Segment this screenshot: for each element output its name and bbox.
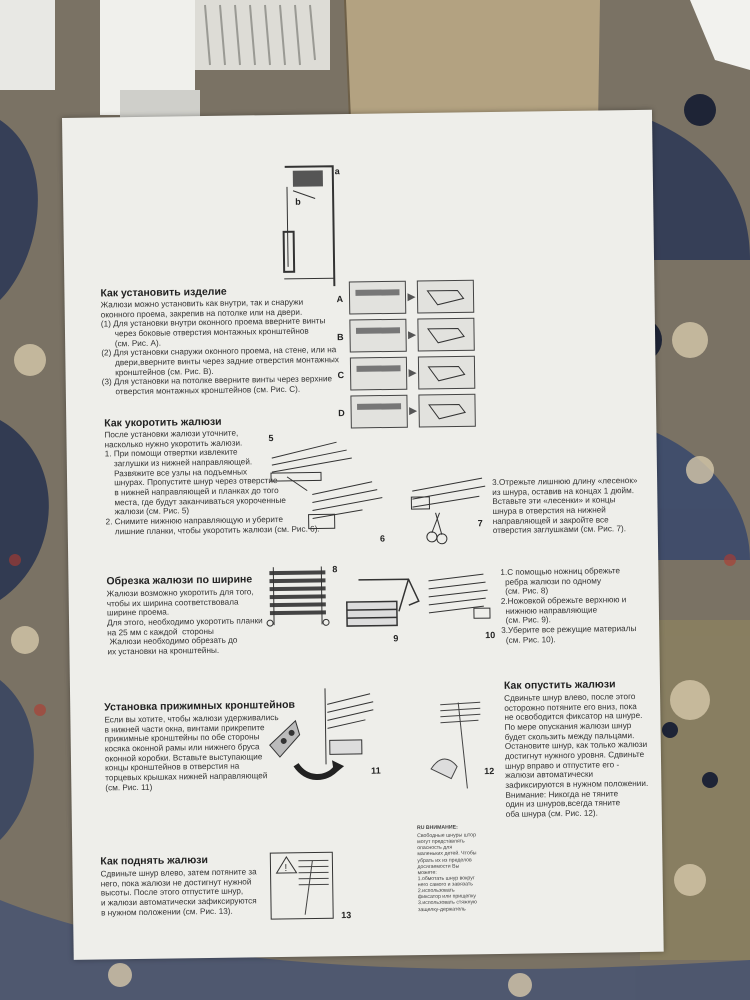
figure-13-illustration: ! bbox=[269, 851, 334, 920]
raise-body: Сдвиньте шнур влево, затем потяните за н… bbox=[100, 867, 257, 918]
brackets-body: Если вы хотите, чтобы жалюзи удерживалис… bbox=[104, 713, 279, 793]
figure-11-illustration bbox=[269, 688, 374, 781]
figure-label-13: 13 bbox=[341, 910, 352, 921]
figure-10-illustration bbox=[428, 573, 491, 619]
figure-label-B: B bbox=[337, 332, 344, 343]
lower-title: Как опустить жалюзи bbox=[503, 678, 616, 692]
figure-6-illustration bbox=[308, 481, 383, 530]
figure-label-b: b bbox=[295, 196, 301, 207]
figure-5-illustration bbox=[270, 441, 352, 492]
install-body: Жалюзи можно установить как внутри, так … bbox=[100, 297, 340, 397]
instruction-sheet: a b Как установить изделие Жалюзи можно … bbox=[62, 109, 664, 960]
figure-12-illustration bbox=[430, 701, 481, 789]
install-title: Как установить изделие bbox=[100, 285, 227, 300]
warning-title: RU ВНИМАНИЕ: bbox=[416, 824, 458, 832]
raise-title: Как поднять жалюзи bbox=[100, 854, 209, 868]
figure-label-D: D bbox=[338, 408, 345, 419]
figure-7-illustration bbox=[410, 477, 486, 545]
width-title: Обрезка жалюзи по ширине bbox=[106, 573, 253, 588]
width-steps: 1.С помощью ножниц обрежьте ребра жалюзи… bbox=[500, 566, 637, 645]
figure-9-illustration bbox=[346, 578, 420, 627]
window-figure-illustration bbox=[282, 165, 336, 287]
warning-body: Свободные шнуры штор могут представлять … bbox=[417, 832, 477, 913]
lower-body: Сдвиньте шнур влево, после этого осторож… bbox=[504, 692, 649, 819]
figure-label-6: 6 bbox=[379, 533, 385, 544]
width-body: Жалюзи возможно укоротить для того, чтоб… bbox=[106, 587, 263, 657]
figure-label-C: C bbox=[337, 370, 345, 381]
shorten-title: Как укоротить жалюзи bbox=[104, 415, 222, 430]
svg-text:!: ! bbox=[284, 863, 287, 874]
figure-8-illustration bbox=[266, 566, 330, 627]
shorten-step3: 3.Отрежьте лишнюю длину «лесенок» из шну… bbox=[492, 476, 638, 536]
mounting-figures-abcd bbox=[348, 279, 476, 429]
figure-label-a: a bbox=[334, 166, 340, 177]
figure-label-A: A bbox=[336, 294, 344, 305]
